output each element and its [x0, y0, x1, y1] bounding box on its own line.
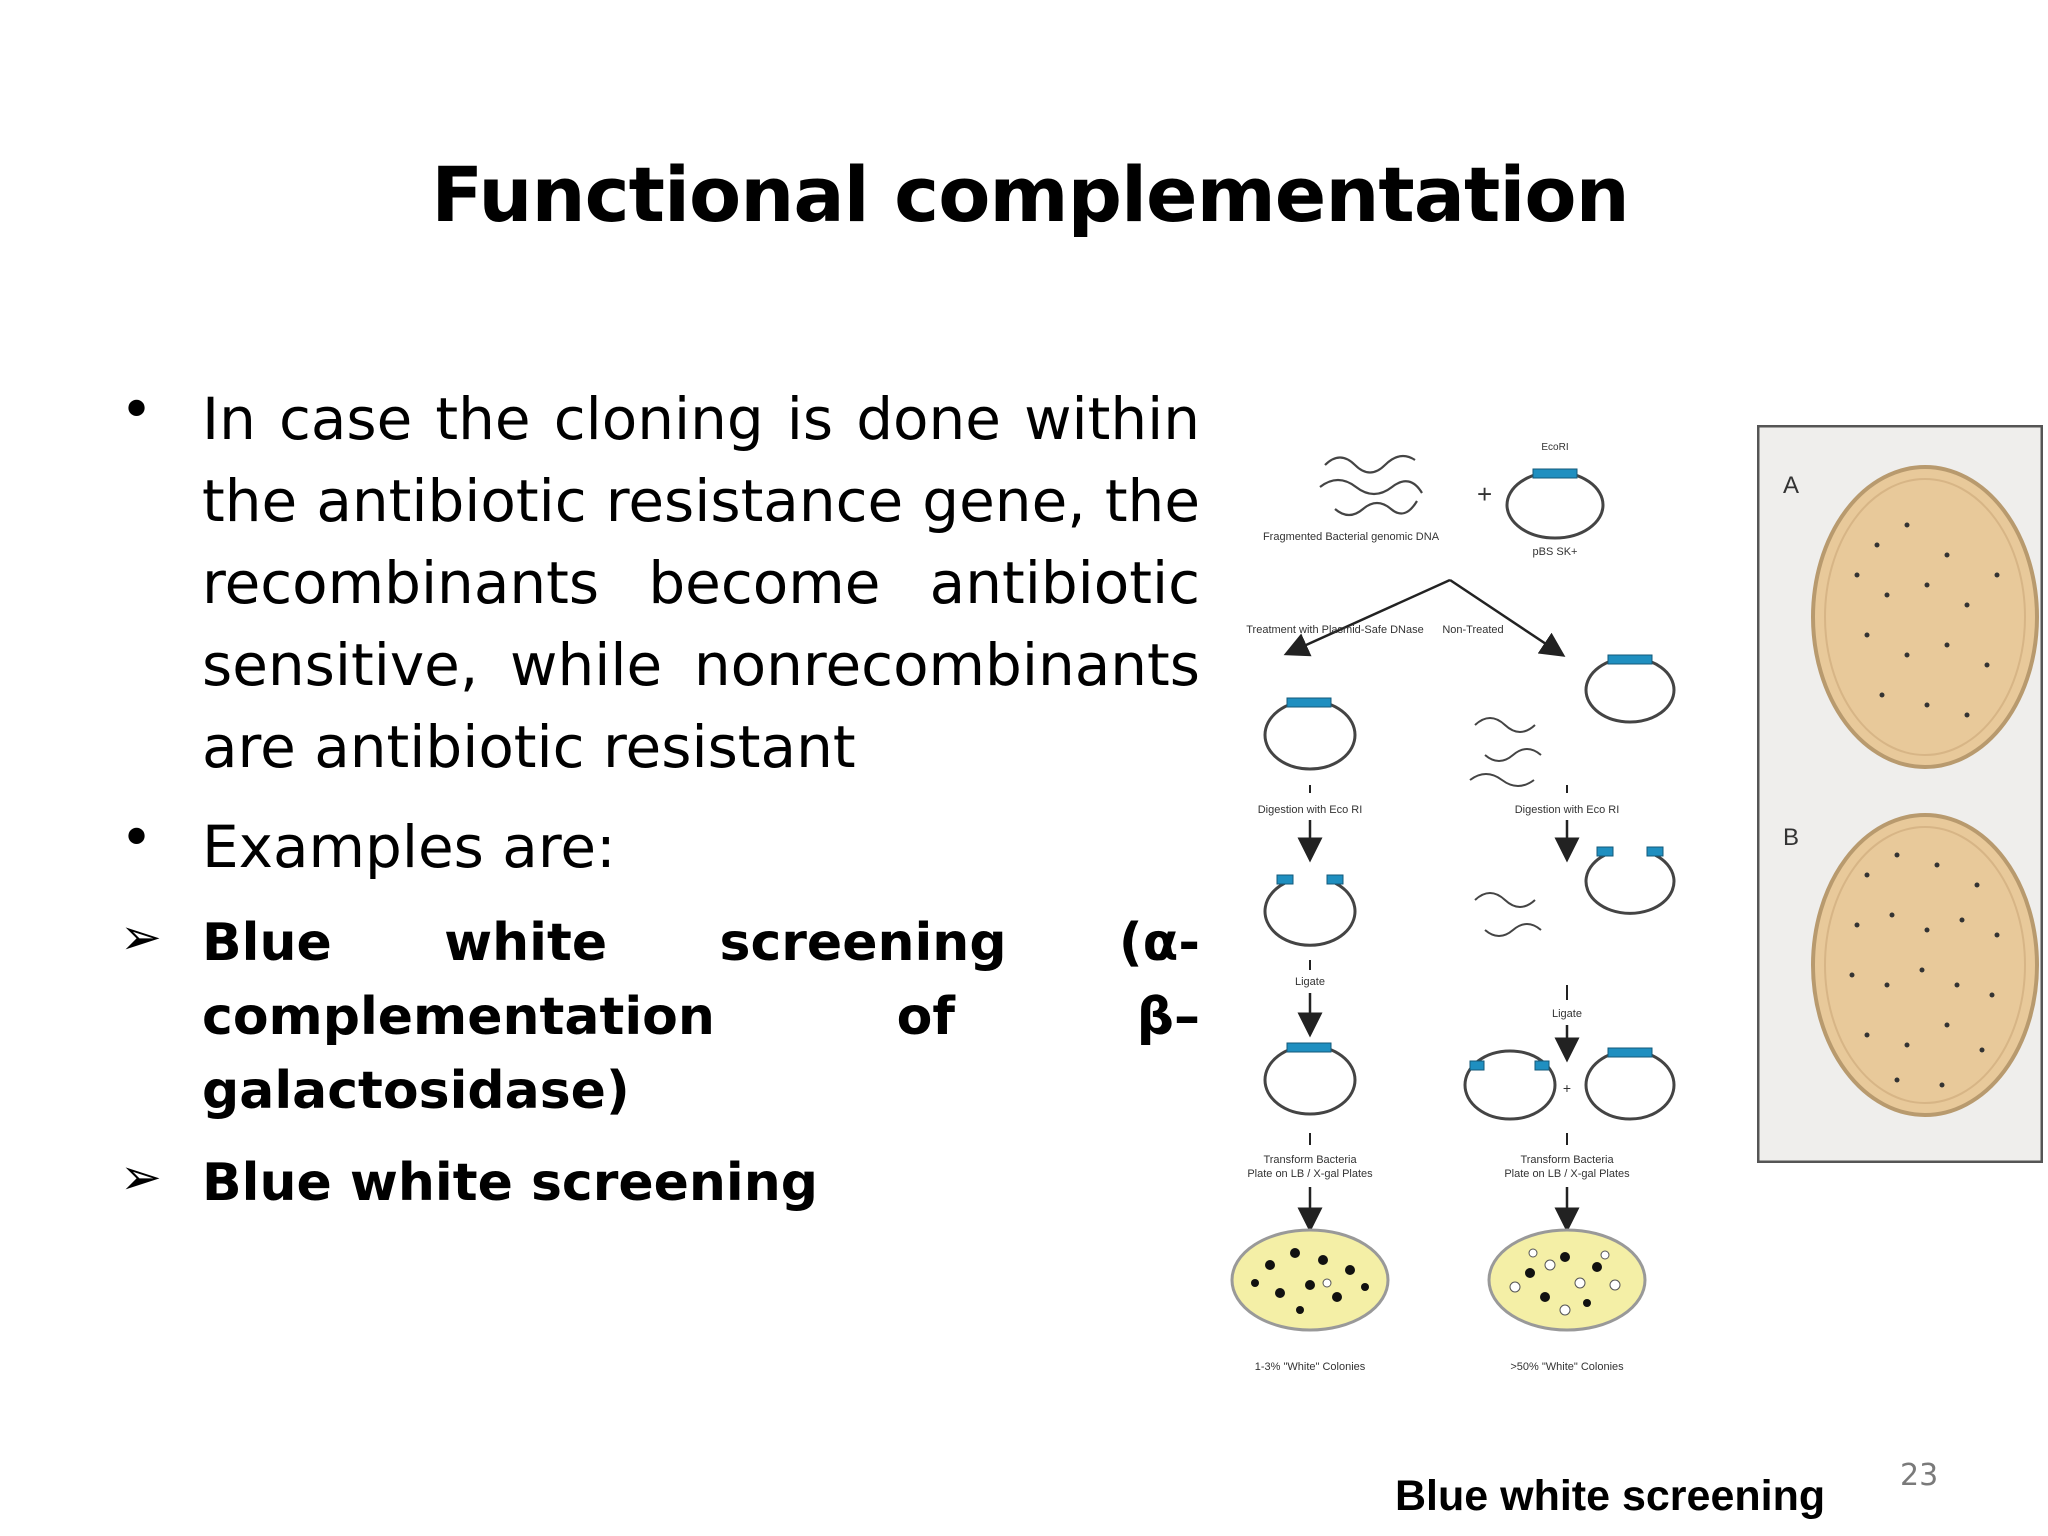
bullet-marker: •: [120, 378, 154, 443]
arrow-item: ➢ Blue white screening: [120, 1146, 1200, 1220]
page-number: 23: [1900, 1458, 1939, 1493]
plates-photo: A B: [1757, 425, 2043, 1163]
bullet-marker: •: [120, 806, 154, 871]
bullet-text: Examples are:: [202, 813, 616, 881]
ligate-left-label: Ligate: [1295, 976, 1325, 988]
site-label: EcoRI: [1541, 442, 1568, 453]
vector-plasmid-icon: [1584, 654, 1676, 724]
vector-plasmid-icon: [1584, 1047, 1676, 1121]
arrow-item: ➢ Blue white screening (α-complementatio…: [120, 906, 1200, 1128]
plate-b: [1811, 813, 2039, 1117]
screening-flow-diagram: Fragmented Bacterial genomic DNA + EcoRI…: [1230, 442, 1676, 1373]
plate-b-label: B: [1783, 824, 1799, 851]
transform-right-label: Transform Bacteria: [1520, 1154, 1614, 1166]
cut-vector-icon: [1584, 846, 1676, 915]
dna-fragments-icon: [1474, 892, 1542, 937]
arrow-item-text: Blue white screening: [202, 1153, 819, 1213]
treated-label: Treatment with Plasmid-Safe DNase: [1246, 624, 1424, 636]
fragment-label: Fragmented Bacterial genomic DNA: [1263, 531, 1440, 543]
transform-left-label: Transform Bacteria: [1263, 1154, 1357, 1166]
ligate-right-label: Ligate: [1552, 1008, 1582, 1020]
vector-plasmid-icon: [1505, 468, 1605, 540]
digest-left-label: Digestion with Eco RI: [1258, 804, 1363, 816]
result-left-label: 1-3% "White" Colonies: [1255, 1361, 1366, 1373]
dna-fragments-icon: [1319, 454, 1423, 517]
digest-right-label: Digestion with Eco RI: [1515, 804, 1620, 816]
svg-text:+: +: [1563, 1080, 1571, 1096]
bullet-item: • Examples are:: [120, 806, 1200, 888]
vector-plasmid-icon: [1263, 1042, 1357, 1116]
bullet-text: In case the cloning is done within the a…: [202, 385, 1200, 781]
plate-a: [1811, 465, 2039, 769]
result-right-label: >50% "White" Colonies: [1510, 1361, 1624, 1373]
dna-fragments-icon: [1469, 717, 1542, 787]
plate-a-label: A: [1783, 472, 1799, 499]
figure-caption: Blue white screening: [1395, 1472, 1826, 1520]
cut-vector-icon: [1263, 874, 1357, 947]
result-plate-right: [1487, 1228, 1647, 1332]
transform-right-label-2: Plate on LB / X-gal Plates: [1504, 1168, 1630, 1180]
slide-body: • In case the cloning is done within the…: [120, 378, 1200, 1238]
arrow-item-text: Blue white screening (α-complementation …: [202, 913, 1200, 1121]
nontreated-label: Non-Treated: [1442, 624, 1503, 636]
slide-title: Functional complementation: [431, 150, 1630, 239]
vector-label: pBS SK+: [1533, 546, 1578, 558]
bullet-item: • In case the cloning is done within the…: [120, 378, 1200, 788]
arrow-bullet-icon: ➢: [120, 1148, 162, 1206]
plus-sign: +: [1477, 479, 1492, 509]
vector-plasmid-icon: [1263, 697, 1357, 771]
recombinant-plasmid-icon: [1463, 1049, 1557, 1121]
result-plate-left: [1230, 1228, 1390, 1332]
transform-left-label-2: Plate on LB / X-gal Plates: [1247, 1168, 1373, 1180]
arrow-bullet-icon: ➢: [120, 908, 162, 966]
